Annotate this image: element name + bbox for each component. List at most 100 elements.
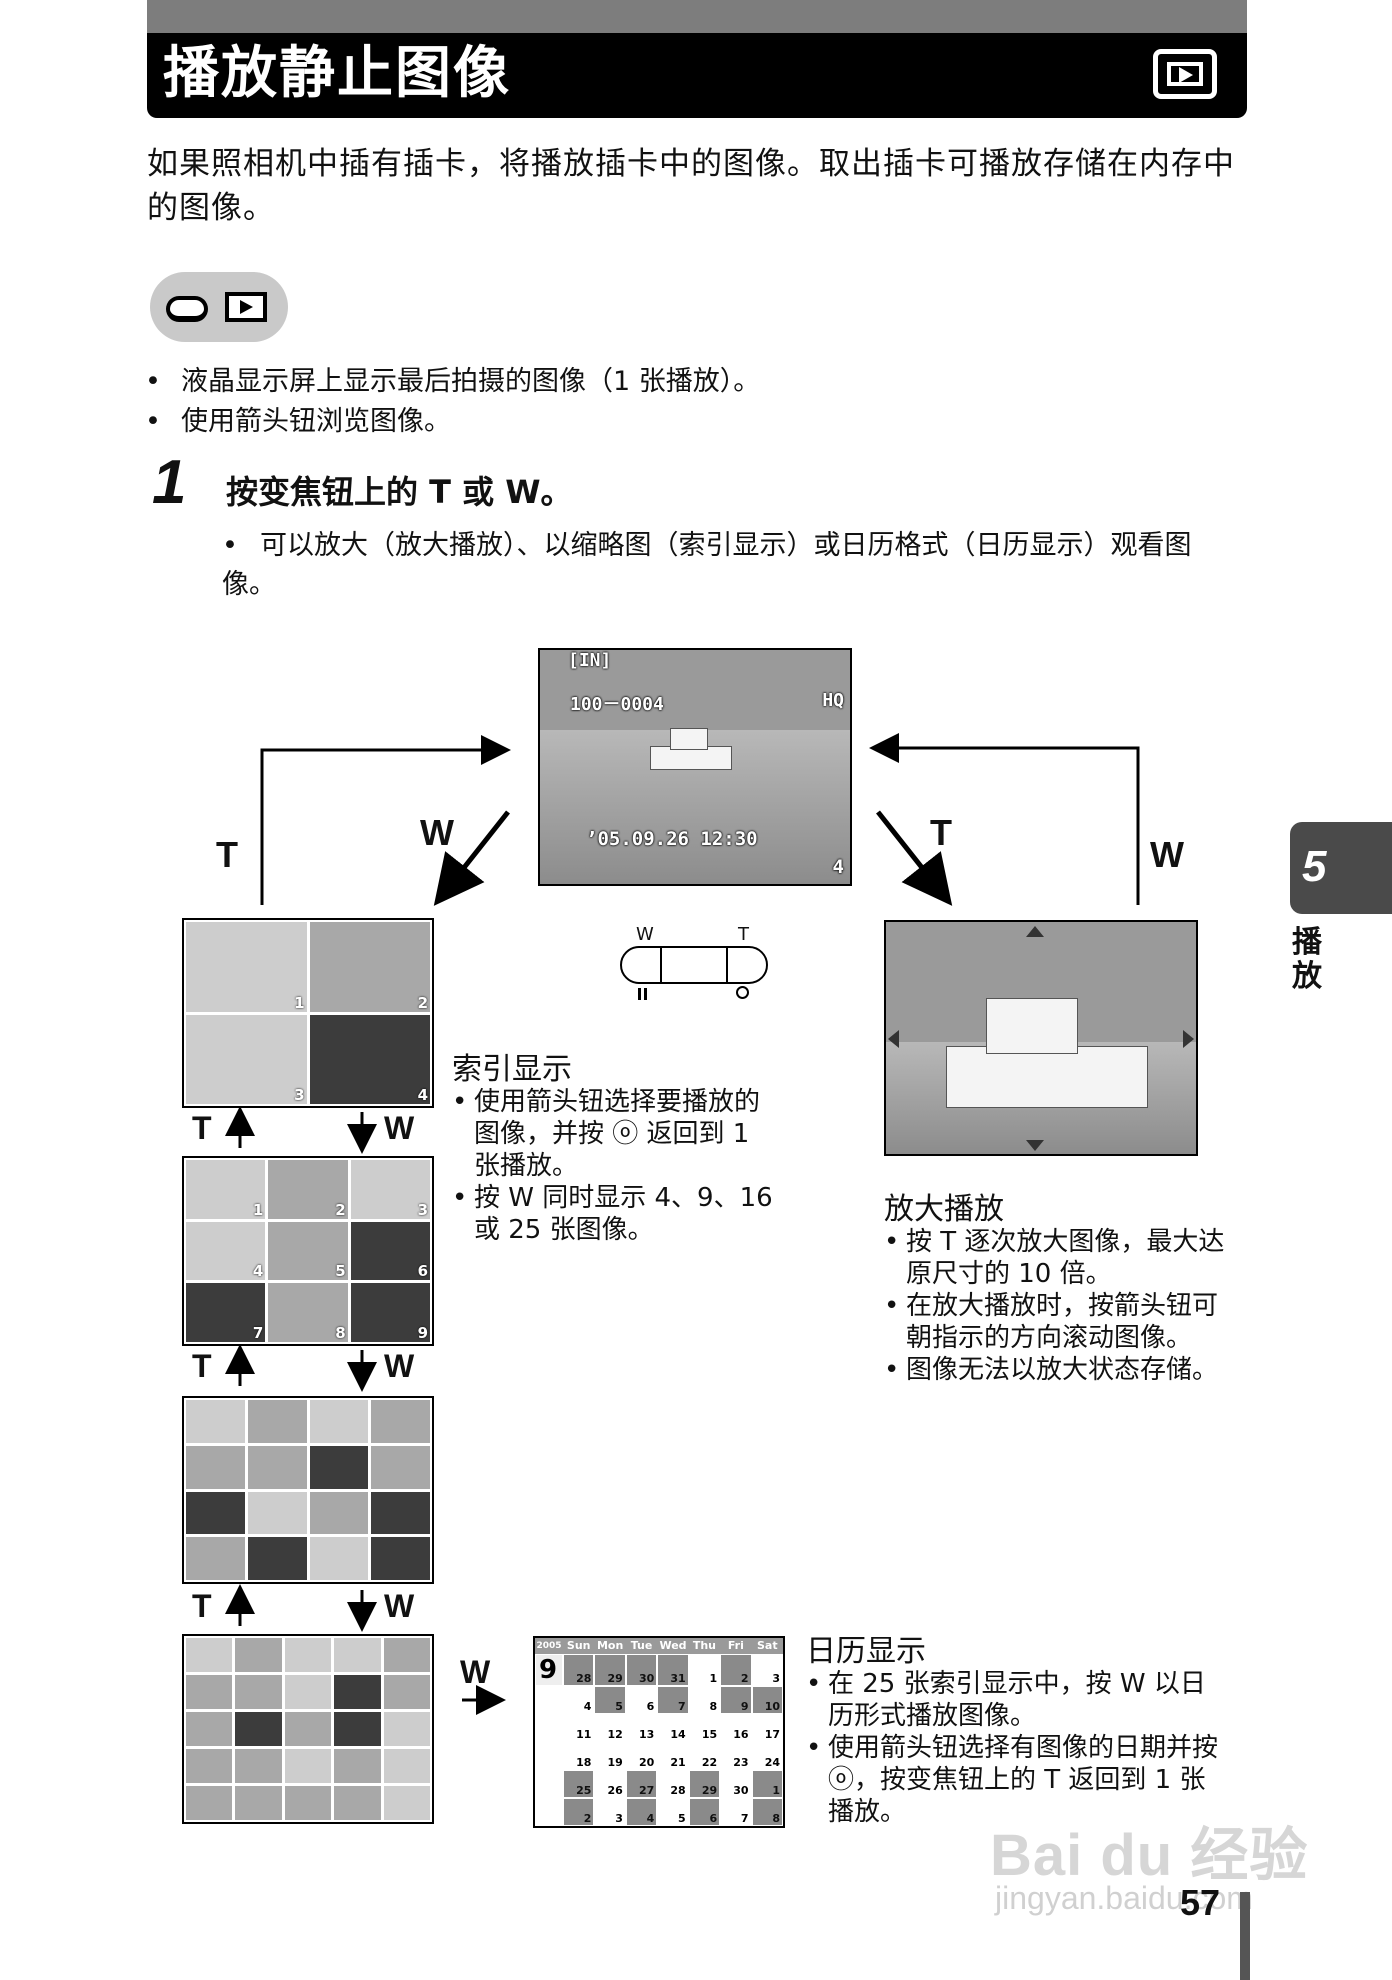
calendar-day-cell[interactable]: 11 — [563, 1714, 595, 1742]
calendar-day-cell[interactable]: 2 — [563, 1798, 595, 1826]
calendar-day-cell[interactable]: 9 — [720, 1686, 752, 1714]
calendar-day-cell[interactable]: 6 — [688, 1798, 721, 1826]
calendar-day-cell[interactable]: 23 — [720, 1742, 752, 1770]
calendar-day-cell[interactable]: 28 — [657, 1770, 689, 1798]
step-number: 1 — [152, 448, 187, 517]
memory-indicator: [IN] — [568, 650, 612, 671]
lever-w-label: W — [636, 924, 654, 945]
calendar-day-cell[interactable]: 20 — [625, 1742, 658, 1770]
watermark-url: jingyan.baidu.com — [995, 1880, 1253, 1916]
arrow-label-w: W — [460, 1654, 491, 1690]
calendar-day-cell[interactable]: 4 — [625, 1798, 658, 1826]
calendar-day-header: Thu — [692, 1639, 716, 1652]
calendar-month-spacer — [535, 1742, 563, 1770]
zoom-lever-diagram: W T — [620, 924, 768, 1000]
calendar-day-cell[interactable]: 12 — [594, 1714, 626, 1742]
calendar-day-cell[interactable]: 1 — [688, 1654, 721, 1686]
arrow-label-t: T — [192, 1348, 212, 1384]
calendar-day-cell[interactable]: 5 — [657, 1798, 689, 1826]
calendar-day-cell[interactable]: 28 — [563, 1654, 595, 1686]
single-playback-screen: [IN] 100－0004 HQ ’05.09.26 12:30 4 — [538, 648, 852, 886]
calendar-day-cell[interactable]: 10 — [751, 1686, 783, 1714]
calendar-day-cell[interactable]: 18 — [563, 1742, 595, 1770]
index-list: 使用箭头钮选择要播放的图像，并按 ⓞ 返回到 1 张播放。 按 W 同时显示 4… — [452, 1086, 782, 1246]
calendar-day-cell[interactable]: 21 — [657, 1742, 689, 1770]
calendar-day-cell[interactable]: 13 — [625, 1714, 658, 1742]
calendar-day-header: Tue — [630, 1639, 653, 1652]
calendar-day-cell[interactable]: 4 — [563, 1686, 595, 1714]
scroll-down-icon — [1026, 1140, 1044, 1151]
index-16-screen — [182, 1396, 434, 1584]
arrow-label-w: W — [384, 1348, 415, 1384]
calendar-day-cell[interactable]: 25 — [563, 1770, 595, 1798]
calendar-day-cell[interactable]: 17 — [751, 1714, 783, 1742]
calendar-day-cell[interactable]: 29 — [594, 1654, 626, 1686]
index-4-screen: 1 2 3 4 — [182, 918, 434, 1108]
watermark-logo: Bai du 经验 — [990, 1823, 1309, 1888]
page-number: 57 — [1180, 1882, 1221, 1923]
intro-paragraph: 如果照相机中插有插卡，将播放插卡中的图像。取出插卡可播放存储在内存中的图像。 — [147, 146, 1235, 226]
playback-icon — [1153, 49, 1217, 99]
calendar-day-cell[interactable]: 1 — [751, 1770, 783, 1798]
arrow-label-w: W — [384, 1110, 415, 1146]
frame-count: 4 — [832, 856, 844, 878]
zoom-title: 放大播放 — [884, 1192, 1004, 1227]
calendar-day-cell[interactable]: 27 — [625, 1770, 658, 1798]
calendar-day-cell[interactable]: 7 — [657, 1686, 689, 1714]
mode-dial-icon — [150, 272, 288, 342]
calendar-day-cell[interactable]: 7 — [720, 1798, 752, 1826]
calendar-day-cell[interactable]: 24 — [751, 1742, 783, 1770]
calendar-day-cell[interactable]: 8 — [688, 1686, 721, 1714]
calendar-day-cell[interactable]: 15 — [688, 1714, 721, 1742]
calendar-day-header: Mon — [596, 1639, 624, 1652]
index-item: 按 W 同时显示 4、9、16 或 25 张图像。 — [452, 1182, 782, 1246]
arrow-label-w: W — [384, 1588, 415, 1624]
datetime-label: ’05.09.26 12:30 — [586, 828, 758, 850]
calendar-day-header: Fri — [727, 1639, 744, 1652]
calendar-month: 9 — [535, 1654, 563, 1686]
index-item: 使用箭头钮选择要播放的图像，并按 ⓞ 返回到 1 张播放。 — [452, 1086, 782, 1182]
arrow-label-t: T — [192, 1588, 212, 1624]
zoom-item: 按 T 逐次放大图像，最大达原尺寸的 10 倍。 — [884, 1226, 1230, 1290]
lever-t-label: T — [738, 924, 749, 945]
scroll-right-icon — [1183, 1030, 1194, 1048]
calendar-day-cell[interactable]: 8 — [751, 1798, 783, 1826]
chapter-tab: 5 — [1290, 822, 1392, 914]
calendar-day-cell[interactable]: 5 — [594, 1686, 626, 1714]
calendar-day-cell[interactable]: 2 — [720, 1654, 752, 1686]
zoom-item: 在放大播放时，按箭头钮可朝指示的方向滚动图像。 — [884, 1290, 1230, 1354]
page-title: 播放静止图像 — [163, 41, 511, 106]
scroll-left-icon — [888, 1030, 899, 1048]
calendar-list: 在 25 张索引显示中，按 W 以日历形式播放图像。 使用箭头钮选择有图像的日期… — [806, 1668, 1226, 1828]
chapter-number: 5 — [1302, 842, 1327, 891]
calendar-day-cell[interactable]: 30 — [720, 1770, 752, 1798]
calendar-month-spacer — [535, 1798, 563, 1826]
arrow-label-w: W — [1150, 834, 1184, 875]
index-9-screen: 1 2 3 4 5 6 7 8 9 — [182, 1156, 434, 1346]
page-header: 播放静止图像 — [147, 33, 1247, 118]
calendar-day-cell[interactable]: 6 — [625, 1686, 658, 1714]
calendar-day-cell[interactable]: 19 — [594, 1742, 626, 1770]
zoom-list: 按 T 逐次放大图像，最大达原尺寸的 10 倍。 在放大播放时，按箭头钮可朝指示… — [884, 1226, 1230, 1386]
calendar-month-spacer — [535, 1770, 563, 1798]
quality-label: HQ — [822, 690, 844, 711]
index-icon — [638, 988, 650, 1000]
intro-bullets: 液晶显示屏上显示最后拍摄的图像（1 张播放）。 使用箭头钮浏览图像。 — [145, 362, 760, 442]
calendar-day-cell[interactable]: 16 — [720, 1714, 752, 1742]
calendar-day-cell[interactable]: 31 — [657, 1654, 689, 1686]
arrow-label-t: T — [930, 812, 952, 853]
calendar-day-cell[interactable]: 3 — [751, 1654, 783, 1686]
zoom-playback-screen — [884, 920, 1198, 1156]
step-subtext: •可以放大（放大播放）、以缩略图（索引显示）或日历格式（日历显示）观看图像。 — [222, 530, 1192, 600]
bullet-item: 液晶显示屏上显示最后拍摄的图像（1 张播放）。 — [145, 362, 760, 402]
calendar-day-cell[interactable]: 22 — [688, 1742, 721, 1770]
calendar-day-cell[interactable]: 3 — [594, 1798, 626, 1826]
calendar-day-cell[interactable]: 14 — [657, 1714, 689, 1742]
calendar-item: 在 25 张索引显示中，按 W 以日历形式播放图像。 — [806, 1668, 1226, 1732]
zoom-item: 图像无法以放大状态存储。 — [884, 1354, 1230, 1386]
calendar-day-cell[interactable]: 30 — [625, 1654, 658, 1686]
calendar-day-cell[interactable]: 26 — [594, 1770, 626, 1798]
scroll-up-icon — [1026, 926, 1044, 937]
index-title: 索引显示 — [452, 1052, 572, 1087]
calendar-day-cell[interactable]: 29 — [688, 1770, 721, 1798]
